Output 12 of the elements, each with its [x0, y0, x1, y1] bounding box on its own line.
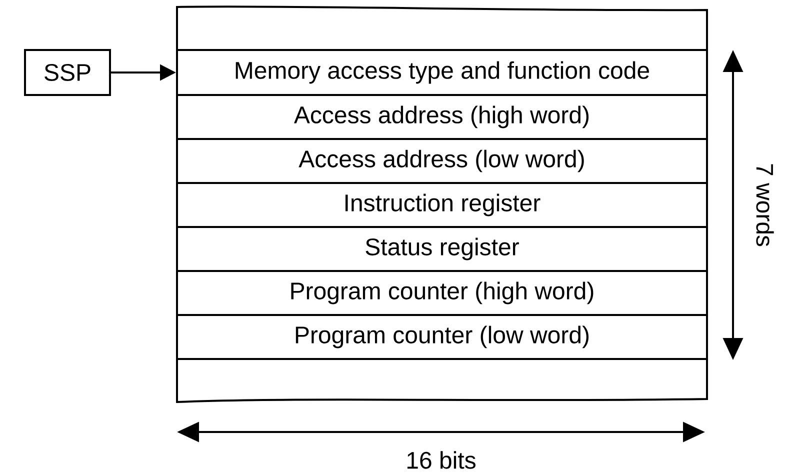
empty-row — [176, 6, 708, 51]
register-row: Program counter (low word) — [176, 314, 708, 360]
register-row: Program counter (high word) — [176, 270, 708, 316]
dimension-label: 7 words — [756, 164, 774, 246]
register-row: Status register — [176, 226, 708, 272]
register-row: Instruction register — [176, 182, 708, 228]
register-row: Access address (high word) — [176, 94, 708, 140]
register-row: Access address (low word) — [176, 138, 708, 184]
dimension-label: 16 bits — [407, 451, 476, 469]
ssp-box: SSP — [24, 49, 111, 96]
empty-row — [176, 358, 708, 403]
register-row: Memory access type and function code — [176, 49, 708, 96]
